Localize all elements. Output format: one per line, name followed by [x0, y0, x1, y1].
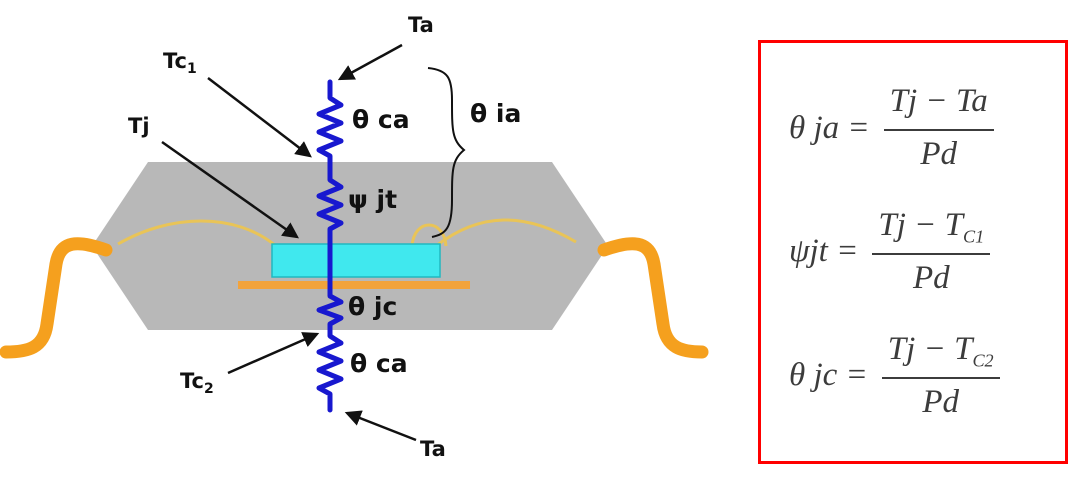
psi-jt-label: ψ jt — [348, 185, 397, 214]
ta-bottom-label: Ta — [420, 437, 446, 461]
die — [271, 243, 441, 278]
equation-lhs: ψjt = — [789, 233, 859, 270]
right-bond-wire — [435, 218, 577, 248]
ta-bottom-arrow — [344, 410, 417, 442]
theta-ca-bottom-label: θ ca — [350, 349, 408, 378]
equation-theta-ja: θ ja = Tj − Ta Pd — [789, 83, 1061, 173]
fraction-numerator: Tj − Ta — [883, 83, 994, 131]
fraction-numerator: Tj − TC1 — [872, 207, 991, 255]
theta-ca-top-label: θ ca — [352, 105, 410, 134]
theta-jc-label: θ jc — [348, 292, 397, 321]
tc2-label: Tc2 — [180, 369, 214, 397]
tj-label: Tj — [128, 114, 150, 138]
fraction-numerator: Tj − TC2 — [881, 331, 1000, 379]
equation-fraction: Tj − TC2 Pd — [881, 331, 1000, 421]
equation-fraction: Tj − Ta Pd — [883, 83, 994, 173]
fraction-denominator: Pd — [912, 259, 950, 296]
equations-panel: θ ja = Tj − Ta Pd ψjt = Tj − TC1 Pd θ jc… — [758, 40, 1068, 464]
right-lead — [597, 237, 709, 359]
equation-theta-jc: θ jc = Tj − TC2 Pd — [789, 331, 1061, 421]
equation-lhs: θ jc = — [789, 357, 868, 394]
fraction-denominator: Pd — [922, 383, 960, 420]
thermal-resistor-chain — [316, 79, 344, 413]
tc1-label: Tc1 — [163, 49, 197, 77]
thermal-diagram: Ta Tc1 Tj θ ca ψ jt θ ia θ jc θ ca Tc2 T… — [0, 13, 709, 461]
theta-ia-label: θ ia — [470, 99, 521, 128]
theta-ia-brace — [427, 67, 466, 238]
tj-arrow — [161, 140, 299, 239]
bond-wire-loop — [410, 223, 448, 247]
fraction-denominator: Pd — [920, 135, 958, 172]
equation-fraction: Tj − TC1 Pd — [872, 207, 991, 297]
die-pad — [238, 281, 470, 289]
tc1-arrow — [207, 77, 312, 158]
ta-top-arrow — [337, 43, 403, 81]
equation-lhs: θ ja = — [789, 109, 870, 146]
left-lead — [0, 237, 113, 359]
equation-psi-jt: ψjt = Tj − TC1 Pd — [789, 207, 1061, 297]
left-bond-wire — [117, 219, 277, 248]
tc2-arrow — [227, 332, 320, 375]
ta-top-label: Ta — [408, 13, 434, 37]
